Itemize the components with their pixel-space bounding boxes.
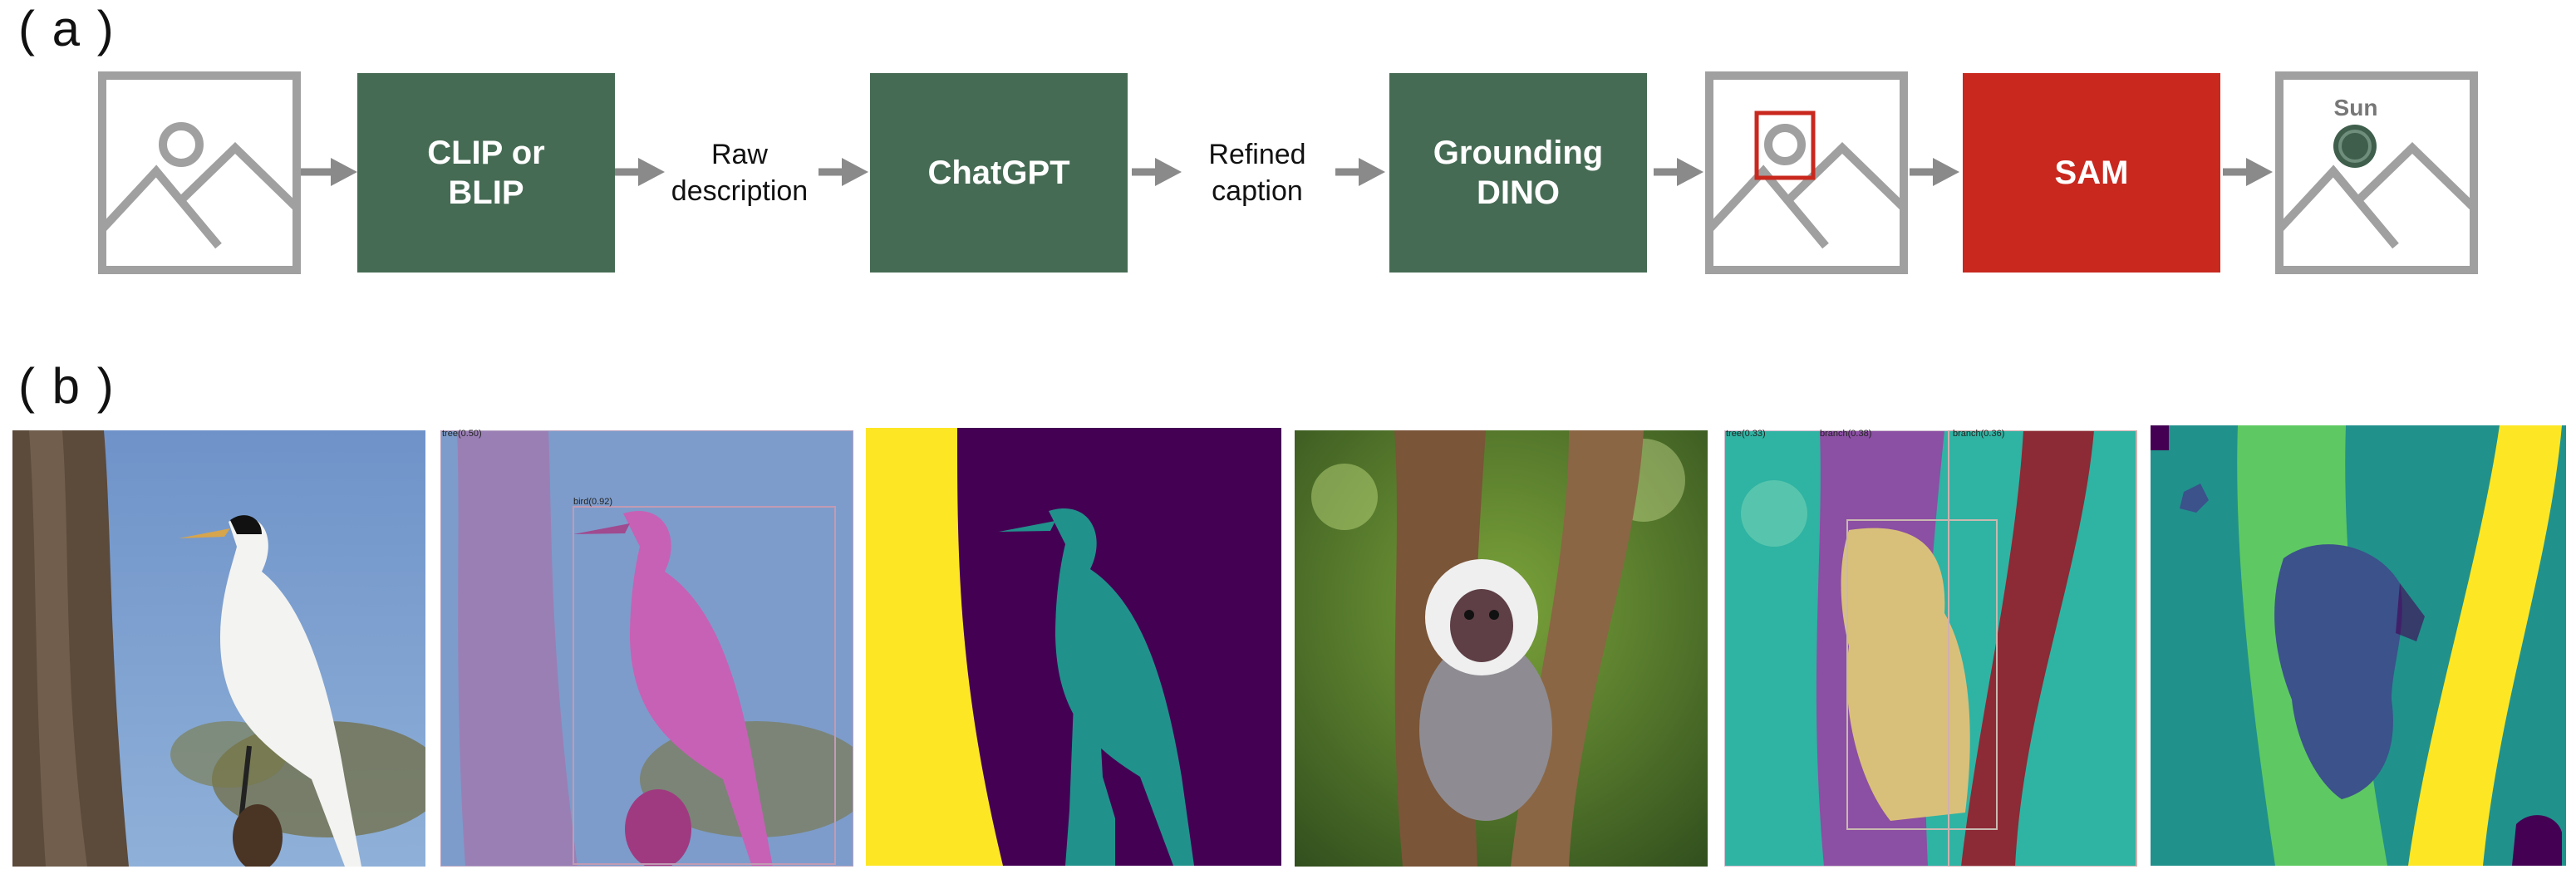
det-tree-label: tree(0.50) [442,429,482,439]
output-image-icon [2275,71,2478,274]
det-branch-label-1: branch(0.38) [1820,429,1872,439]
bird-segmentation [866,428,1281,866]
det-branch-label-2: branch(0.36) [1953,429,2005,439]
input-image-icon [98,71,301,274]
clip-blip-label: CLIP or BLIP [427,135,545,211]
panel-b-label: ( b ) [18,358,116,414]
bbox-rect [1754,110,1816,180]
monkey-grounded-masked [1724,430,2137,867]
grounding-dino-label: Grounding DINO [1433,135,1604,211]
refined-caption-text: Refined caption [1178,131,1336,214]
bird-grounded-masked [440,430,853,867]
sam-label: SAM [2054,155,2129,191]
clip-blip-box: CLIP or BLIP [357,73,615,273]
raw-description-text: Raw description [661,131,819,214]
refined-caption-label: Refined caption [1208,139,1306,207]
chatgpt-box: ChatGPT [870,73,1128,273]
grounding-dino-box: Grounding DINO [1389,73,1647,273]
sam-box: SAM [1963,73,2220,273]
panel-a-label: ( a ) [18,1,116,56]
flow-arrows [301,158,2273,186]
chatgpt-label: ChatGPT [927,155,1070,191]
monkey-bbox [1846,519,1998,830]
bird-photo [12,430,425,867]
monkey-segmentation [2151,425,2566,866]
raw-description-label: Raw description [671,139,809,207]
sun-label: Sun [2333,95,2378,120]
det-tree-label-2: tree(0.33) [1726,429,1766,439]
detection-image-icon [1705,71,1908,274]
det-bird-label: bird(0.92) [573,497,613,507]
monkey-photo [1295,430,1708,867]
bird-bbox [573,506,836,865]
